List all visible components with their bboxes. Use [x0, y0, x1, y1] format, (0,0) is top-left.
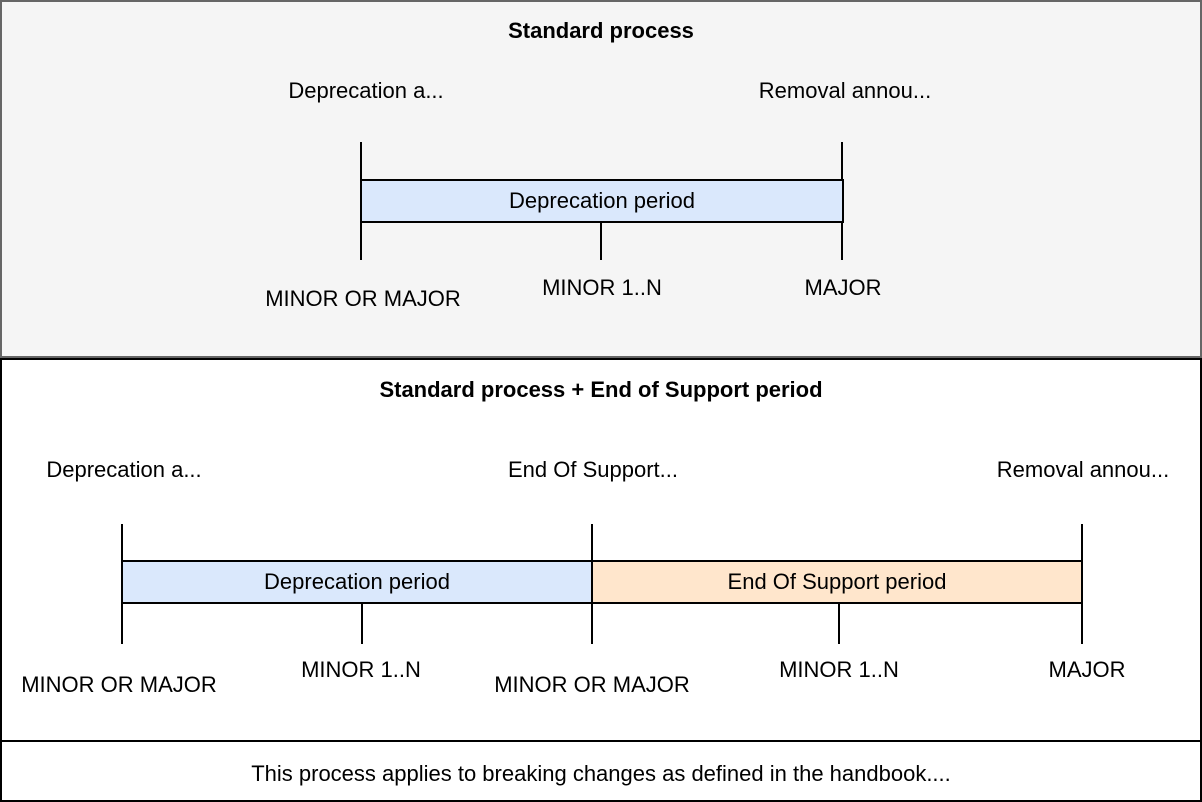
deprecation-period-bar-label: Deprecation period — [264, 569, 450, 594]
standard-process-eos-title: Standard process + End of Support period — [379, 377, 823, 402]
deprecation-period-bar: Deprecation period — [360, 179, 844, 223]
standard-process-eos-panel: Standard process + End of Support period… — [0, 358, 1202, 802]
milestone-label-minor-or-major: MINOR OR MAJOR — [265, 286, 461, 311]
end-of-support-period-bar: End Of Support period — [591, 560, 1083, 604]
standard-process-title: Standard process — [508, 18, 694, 43]
timeline-tick-middle — [600, 220, 602, 260]
event-label-deprecation-announcement: Deprecation a... — [288, 78, 444, 103]
milestone-label-minor-1n: MINOR 1..N — [542, 275, 662, 300]
event-label-removal-announcement: Removal annou... — [758, 78, 932, 103]
footer-divider — [2, 740, 1200, 742]
milestone-label-major: MAJOR — [804, 275, 882, 300]
deprecation-period-bar-label: Deprecation period — [509, 188, 695, 213]
end-of-support-period-bar-label: End Of Support period — [727, 569, 947, 594]
milestone-label-minor-or-major-2: MINOR OR MAJOR — [494, 672, 690, 697]
event-label-deprecation-announcement: Deprecation a... — [46, 457, 202, 482]
timeline-tick-minor-2 — [838, 602, 840, 644]
milestone-label-major: MAJOR — [1048, 657, 1126, 682]
event-label-removal-announcement: Removal annou... — [996, 457, 1170, 482]
milestone-label-minor-1n-2: MINOR 1..N — [779, 657, 899, 682]
footer-note: This process applies to breaking changes… — [251, 761, 951, 786]
timeline-tick-minor-1 — [361, 602, 363, 644]
milestone-label-minor-or-major-1: MINOR OR MAJOR — [21, 672, 217, 697]
deprecation-period-bar: Deprecation period — [121, 560, 593, 604]
milestone-label-minor-1n-1: MINOR 1..N — [301, 657, 421, 682]
event-label-end-of-support: End Of Support... — [508, 457, 678, 482]
standard-process-panel: Standard process Deprecation a... Remova… — [0, 0, 1202, 358]
